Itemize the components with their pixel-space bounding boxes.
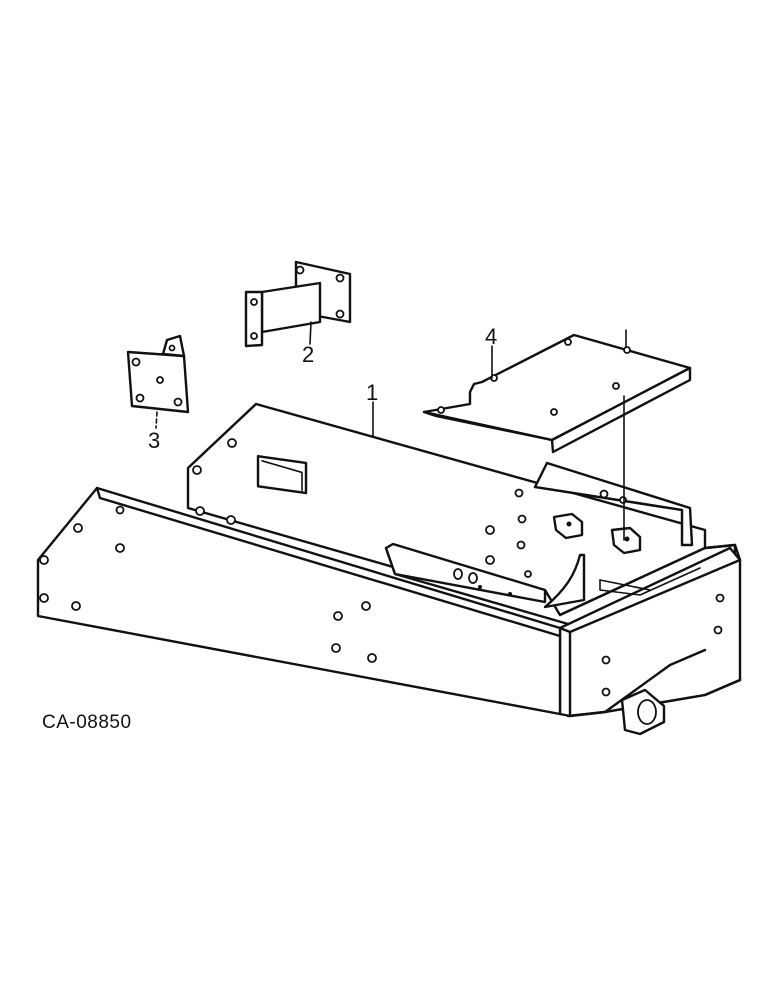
- end-wall-holes: [601, 593, 725, 697]
- rear-wall-window: [256, 455, 308, 495]
- leader-3: [155, 411, 158, 429]
- front-wall-holes: [39, 505, 377, 663]
- bracket-hole-right: [624, 536, 630, 542]
- window-inner-edge: [261, 460, 303, 492]
- leader-2: [309, 321, 312, 345]
- divider-plate-holes: [453, 568, 532, 596]
- plate-3-hole-2: [135, 393, 145, 403]
- cover-4-hole-6: [437, 406, 445, 414]
- bracket-hole-left: [566, 521, 572, 527]
- callout-4: 4: [485, 324, 497, 349]
- tow-lug-hole: [637, 699, 657, 725]
- floor-step-edge: [599, 579, 651, 591]
- cover-4-hole-1: [564, 338, 572, 346]
- end-wall-corner-top: [703, 543, 742, 562]
- front-wall-top-flange: [95, 486, 562, 638]
- part-2-angle-bracket: [244, 260, 352, 348]
- plate-3-tab-hole: [168, 344, 176, 352]
- part-3-tab-plate: [126, 334, 190, 429]
- bracket-2-hole-4: [250, 298, 258, 306]
- plate-3-hole-1: [131, 357, 141, 367]
- crossbar-lower-edge: [533, 485, 684, 512]
- plate-3-hole-3: [173, 397, 183, 407]
- part-4-cover-plate: [422, 329, 692, 541]
- drawing-code: CA-08850: [42, 712, 132, 733]
- plate-3-hole-4: [156, 376, 164, 384]
- bracket-2-hole-5: [250, 332, 258, 340]
- cover-4-hole-4: [612, 382, 620, 390]
- bracket-2-hole-3: [335, 309, 345, 319]
- cover-4-hole-3: [623, 346, 631, 354]
- floor-step: [599, 567, 701, 596]
- part-1-frame: [36, 402, 742, 736]
- callout-2: 2: [302, 342, 314, 367]
- callout-1: 1: [366, 380, 378, 405]
- cover-4-hole-5: [550, 408, 558, 416]
- bottom-brace: [603, 648, 707, 714]
- cover-4-left-edge: [422, 410, 554, 442]
- bracket-2-hole-1: [295, 265, 305, 275]
- inner-divider-plate: [384, 542, 547, 604]
- callout-3: 3: [148, 428, 160, 453]
- cover-4-front-edge: [550, 366, 692, 454]
- front-side-wall: [36, 486, 562, 716]
- bracket-2-hole-2: [335, 273, 345, 283]
- bracket-2-front-flange: [244, 290, 264, 348]
- curved-gusset: [543, 553, 586, 609]
